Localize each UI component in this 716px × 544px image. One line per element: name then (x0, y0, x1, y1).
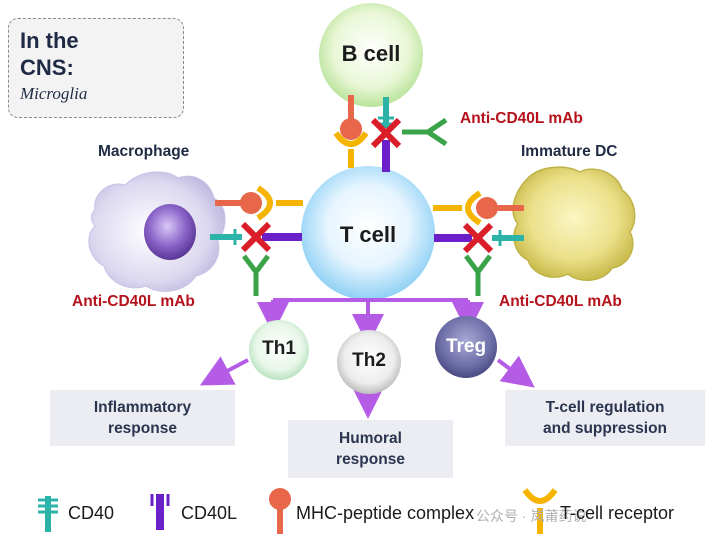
humoral-line1: Humoral (339, 430, 402, 447)
block-x-right (462, 222, 494, 254)
watermark-text: 公众号 · 岚莆药说 (476, 508, 587, 524)
tcr-left (256, 185, 273, 221)
cns-title-line2: CNS: (20, 55, 74, 80)
th1-label: Th1 (262, 338, 296, 359)
legend-cd40-icon (38, 496, 58, 532)
antibody-left (242, 254, 270, 296)
cns-subtitle: Microglia (20, 84, 88, 103)
anti-cd40l-label-left: Anti-CD40L mAb (72, 293, 195, 310)
mhc-complex-right (476, 197, 498, 219)
antibody-top (402, 117, 448, 147)
mhc-complex-left (240, 192, 262, 214)
th1-cell (249, 320, 309, 380)
legend-cd40l-label: CD40L (181, 503, 238, 523)
t-cell-regulation-box: T-cell regulation and suppression (505, 390, 705, 446)
anti-cd40l-label-top: Anti-CD40L mAb (460, 110, 583, 127)
mhc-complex-top (340, 118, 362, 140)
tcr-right (465, 190, 482, 226)
immature-dc-cell (512, 166, 636, 281)
th2-label: Th2 (352, 350, 386, 371)
legend-mhc-icon (269, 488, 291, 534)
macrophage-label: Macrophage (98, 143, 190, 160)
inflammatory-line2: response (108, 420, 177, 437)
block-x-top (370, 117, 402, 149)
legend-cd40l-icon (150, 494, 170, 530)
b-cell-label: B cell (341, 41, 401, 66)
humoral-line2: response (336, 451, 405, 468)
humoral-response-box: Humoral response (288, 420, 453, 478)
treg-cell (435, 316, 497, 378)
tcr-top (333, 131, 369, 147)
regulation-line1: T-cell regulation (545, 399, 665, 416)
inflammatory-line1: Inflammatory (93, 399, 192, 416)
regulation-line2: and suppression (542, 420, 668, 437)
anti-cd40l-label-right: Anti-CD40L mAb (499, 293, 622, 310)
treg-label: Treg (445, 336, 487, 357)
th2-cell (337, 330, 401, 394)
differentiation-arrows (199, 298, 535, 419)
t-cell (301, 166, 435, 300)
legend-tcr-label: T-cell receptor (560, 503, 675, 523)
b-cell (319, 3, 423, 107)
block-x-left (240, 221, 272, 253)
legend-tcr-icon (522, 488, 558, 534)
macrophage-nucleus (144, 204, 196, 260)
inflammatory-response-box: Inflammatory response (50, 390, 235, 446)
legend-cd40-label: CD40 (68, 503, 115, 523)
antibody-right (464, 254, 492, 296)
legend-mhc-label: MHC-peptide complex (296, 503, 475, 523)
cns-microglia-box (8, 18, 184, 118)
immature-dc-label: Immature DC (521, 143, 618, 160)
t-cell-label: T cell (339, 222, 397, 247)
cns-title-line1: In the (20, 28, 79, 53)
